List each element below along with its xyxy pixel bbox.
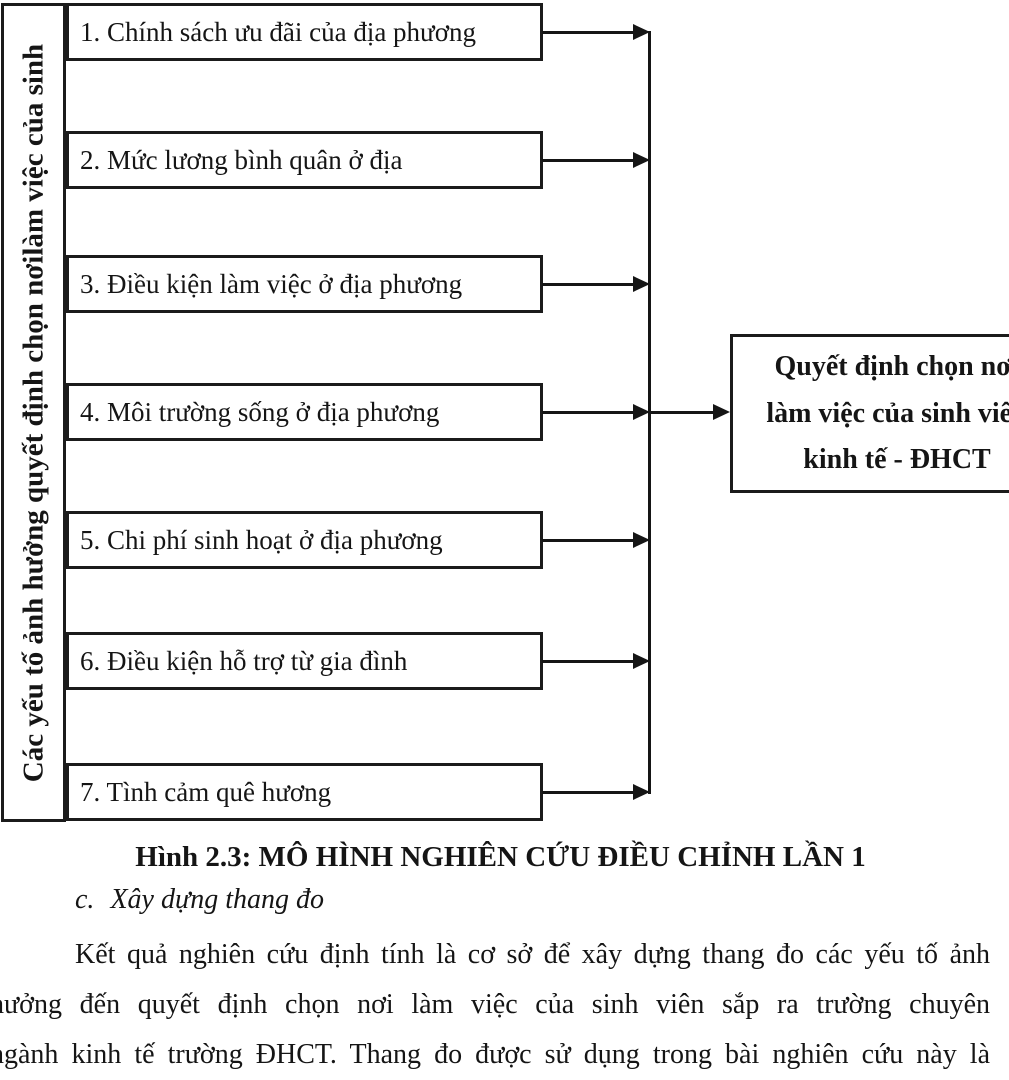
arrow-factor-7-head xyxy=(633,784,650,800)
arrow-factor-7-shaft xyxy=(542,791,636,794)
arrow-result-shaft xyxy=(650,411,714,414)
factor-box-6: 6. Điều kiện hỗ trợ từ gia đình xyxy=(66,632,543,690)
body-paragraph-line: hưởng đến quyết định chọn nơi làm việc c… xyxy=(0,989,990,1020)
section-subheading: c. Xây dựng thang đo xyxy=(75,880,324,920)
body-paragraph-line: Kết quả nghiên cứu định tính là cơ sở để… xyxy=(75,939,990,970)
arrow-factor-2-head xyxy=(633,152,650,168)
factor-box-2: 2. Mức lương bình quân ở địa xyxy=(66,131,543,189)
subheading-text: Xây dựng thang đo xyxy=(110,884,325,915)
factors-group-label-box: Các yếu tố ảnh hưởng quyết định chọn nơi… xyxy=(1,3,66,822)
result-box: Quyết định chọn nơi làm việc của sinh vi… xyxy=(730,334,1009,493)
arrow-factor-6-head xyxy=(633,653,650,669)
result-box-line: làm việc của sinh viên xyxy=(766,397,1009,429)
body-paragraph-line: ngành kinh tế trường ĐHCT. Thang đo được… xyxy=(0,1039,990,1070)
arrow-factor-3-shaft xyxy=(542,283,636,286)
arrow-factor-2-shaft xyxy=(542,159,636,162)
arrow-factor-3-head xyxy=(633,276,650,292)
result-box-line: Quyết định chọn nơi xyxy=(774,351,1009,383)
arrow-factor-4-shaft xyxy=(542,411,636,414)
factor-box-1: 1. Chính sách ưu đãi của địa phương xyxy=(66,3,543,61)
collector-line xyxy=(648,31,651,794)
factor-box-7: 7. Tình cảm quê hương xyxy=(66,763,543,821)
result-box-line: kinh tế - ĐHCT xyxy=(803,443,991,475)
figure-caption: Hình 2.3: MÔ HÌNH NGHIÊN CỨU ĐIỀU CHỈNH … xyxy=(135,841,866,873)
subheading-marker: c. xyxy=(75,884,95,915)
arrow-result-head xyxy=(713,404,730,420)
factor-box-5: 5. Chi phí sinh hoạt ở địa phương xyxy=(66,511,543,569)
arrow-factor-4-head xyxy=(633,404,650,420)
factor-box-3: 3. Điều kiện làm việc ở địa phương xyxy=(66,255,543,313)
arrow-factor-5-shaft xyxy=(542,539,636,542)
arrow-factor-6-shaft xyxy=(542,660,636,663)
arrow-factor-5-head xyxy=(633,532,650,548)
arrow-factor-1-head xyxy=(633,24,650,40)
factors-group-label: Các yếu tố ảnh hưởng quyết định chọn nơi… xyxy=(17,43,49,782)
arrow-factor-1-shaft xyxy=(542,31,636,34)
factor-box-4: 4. Môi trường sống ở địa phương xyxy=(66,383,543,441)
